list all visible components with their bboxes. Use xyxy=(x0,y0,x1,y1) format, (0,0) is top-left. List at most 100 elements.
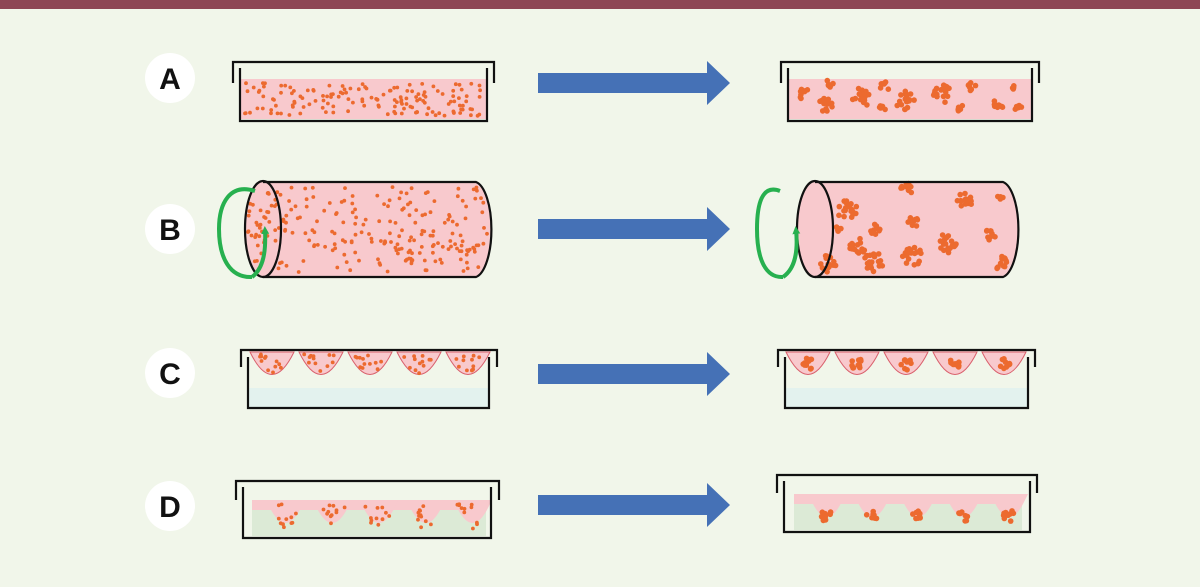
cell xyxy=(412,238,416,243)
cell xyxy=(376,257,380,262)
cell xyxy=(417,251,422,255)
cell xyxy=(381,92,386,97)
cell xyxy=(875,251,882,257)
cell xyxy=(991,98,998,104)
cell xyxy=(263,81,267,86)
cell xyxy=(459,249,464,254)
cell xyxy=(326,101,330,106)
u-bottom-wells xyxy=(252,500,492,536)
cell xyxy=(421,504,426,508)
cell xyxy=(450,231,455,236)
cell xyxy=(342,505,347,510)
cell xyxy=(420,354,425,358)
cell xyxy=(277,362,282,367)
cell xyxy=(959,102,966,109)
cell xyxy=(429,522,433,527)
cell xyxy=(397,196,402,201)
cell xyxy=(263,354,268,359)
cell xyxy=(265,210,269,214)
cell xyxy=(469,81,474,86)
cell xyxy=(450,219,455,224)
cell xyxy=(1001,356,1007,362)
cell xyxy=(276,266,281,271)
cell xyxy=(957,197,964,204)
cell xyxy=(420,228,425,233)
cell xyxy=(373,360,378,365)
cell xyxy=(909,222,916,229)
cell xyxy=(902,106,908,113)
cell xyxy=(284,517,289,521)
cell xyxy=(389,240,393,244)
cell xyxy=(298,111,303,116)
cell xyxy=(453,82,458,87)
cell xyxy=(419,245,424,249)
cell xyxy=(465,260,469,265)
cell xyxy=(309,353,313,358)
cell xyxy=(822,510,828,517)
cell xyxy=(447,214,452,219)
cell xyxy=(940,93,947,100)
cell xyxy=(400,228,404,233)
cell xyxy=(857,235,863,242)
cell xyxy=(283,227,288,232)
svg-text:D: D xyxy=(159,491,181,524)
cell xyxy=(1018,104,1025,110)
cell xyxy=(478,88,482,93)
cell xyxy=(480,210,485,215)
cell xyxy=(379,359,383,364)
hanging-drop-before xyxy=(239,348,499,410)
cell xyxy=(476,265,481,269)
cell xyxy=(300,96,305,100)
cell xyxy=(933,85,940,92)
cell xyxy=(433,113,438,118)
cell xyxy=(276,516,281,521)
cell xyxy=(284,263,289,268)
cell xyxy=(304,197,309,202)
cell xyxy=(374,516,379,521)
cell xyxy=(312,243,317,248)
cell xyxy=(410,251,414,256)
cell xyxy=(431,84,436,89)
cell xyxy=(359,230,364,235)
cell xyxy=(423,212,427,217)
cell xyxy=(463,216,468,221)
cell xyxy=(385,112,390,117)
cell xyxy=(320,105,325,110)
cell xyxy=(481,241,486,246)
cell xyxy=(251,85,256,90)
cell xyxy=(967,87,974,94)
cell xyxy=(1011,83,1017,89)
cell xyxy=(841,208,847,214)
cell xyxy=(423,268,428,273)
cell xyxy=(1009,508,1015,514)
cell xyxy=(451,94,456,98)
cell xyxy=(423,519,428,524)
cell xyxy=(283,83,288,88)
cell xyxy=(279,83,284,88)
cell xyxy=(462,506,467,511)
cell xyxy=(898,92,904,98)
cell xyxy=(997,260,1004,267)
arrow-right-c xyxy=(538,352,730,396)
cell xyxy=(438,257,443,262)
cell xyxy=(271,97,275,101)
cell xyxy=(477,355,482,360)
cell xyxy=(907,91,914,97)
cell xyxy=(363,217,368,222)
cell xyxy=(433,259,438,264)
cell xyxy=(304,204,309,209)
cell xyxy=(431,243,436,247)
cell xyxy=(384,510,388,515)
cell xyxy=(945,249,952,256)
cell xyxy=(807,356,813,363)
well xyxy=(406,500,446,523)
cell xyxy=(321,507,326,512)
cell xyxy=(290,230,295,235)
cell xyxy=(414,208,419,213)
cell xyxy=(247,209,252,214)
cell xyxy=(461,358,466,363)
cell xyxy=(353,232,358,237)
cell xyxy=(255,106,260,111)
cell xyxy=(375,367,380,372)
